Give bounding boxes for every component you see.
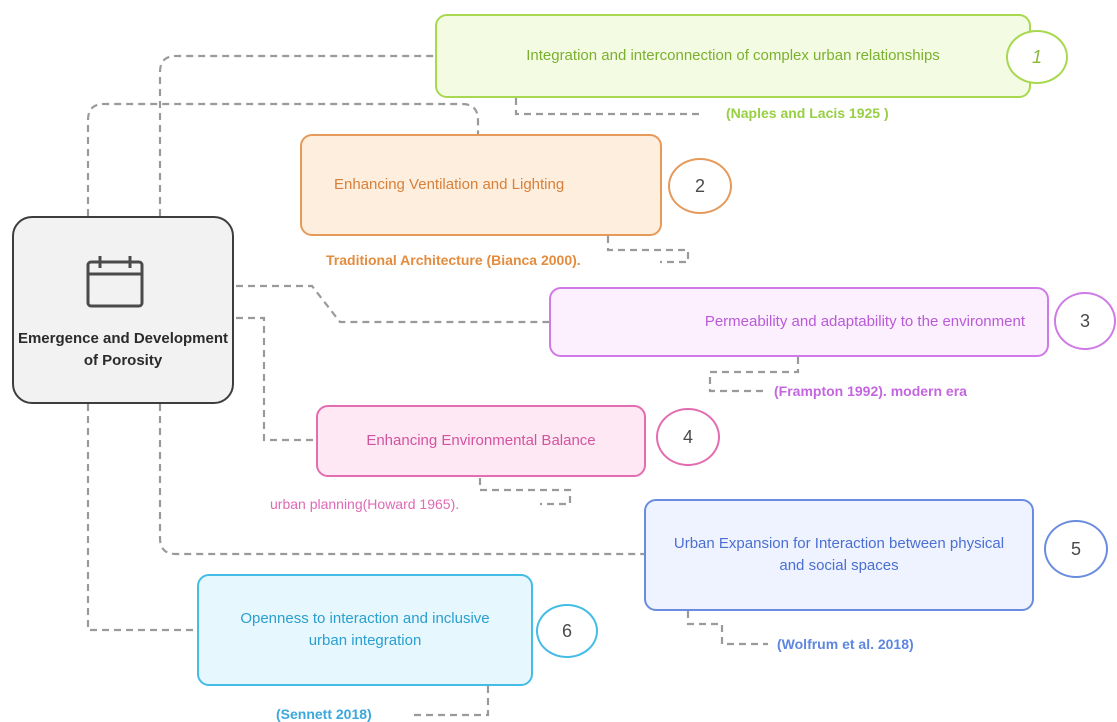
number-badge-2: 2: [668, 158, 732, 214]
citation-1: (Naples and Lacis 1925 ): [726, 105, 889, 121]
number-badge-5: 5: [1044, 520, 1108, 578]
topic-box-1: Integration and interconnection of compl…: [435, 14, 1031, 98]
citation-2: Traditional Architecture (Bianca 2000).: [326, 252, 581, 268]
connector-5: [158, 404, 644, 556]
connector-3: [236, 284, 549, 324]
connector-6: [86, 404, 197, 632]
connector-1: [158, 54, 436, 216]
topic-box-6: Openness to interaction and inclusive ur…: [197, 574, 533, 686]
central-topic-box: Emergence and Development of Porosity: [12, 216, 234, 404]
topic-box-4: Enhancing Environmental Balance: [316, 405, 646, 477]
connector-4: [236, 316, 316, 442]
citation-leader-5: [686, 611, 768, 646]
number-badge-6: 6: [536, 604, 598, 658]
number-badge-3: 3: [1054, 292, 1116, 350]
citation-leader-1: [514, 98, 700, 116]
citation-3: (Frampton 1992). modern era: [774, 383, 967, 399]
citation-6: (Sennett 2018): [276, 706, 372, 722]
number-badge-4: 4: [656, 408, 720, 466]
connector-2: [86, 102, 480, 216]
citation-4: urban planning(Howard 1965).: [270, 496, 460, 512]
citation-5: (Wolfrum et al. 2018): [777, 636, 914, 652]
number-badge-1: 1: [1006, 30, 1068, 84]
central-topic-title: Emergence and Development of Porosity: [17, 330, 229, 369]
citation-leader-4: [478, 478, 572, 506]
topic-box-5: Urban Expansion for Interaction between …: [644, 499, 1034, 611]
citation-leader-3: [708, 357, 800, 393]
topic-box-3: Permeability and adaptability to the env…: [549, 287, 1049, 357]
citation-leader-6: [410, 686, 490, 717]
citation-leader-2: [606, 236, 690, 264]
calendar-icon: [86, 256, 144, 308]
topic-box-2: Enhancing Ventilation and Lighting: [300, 134, 662, 236]
